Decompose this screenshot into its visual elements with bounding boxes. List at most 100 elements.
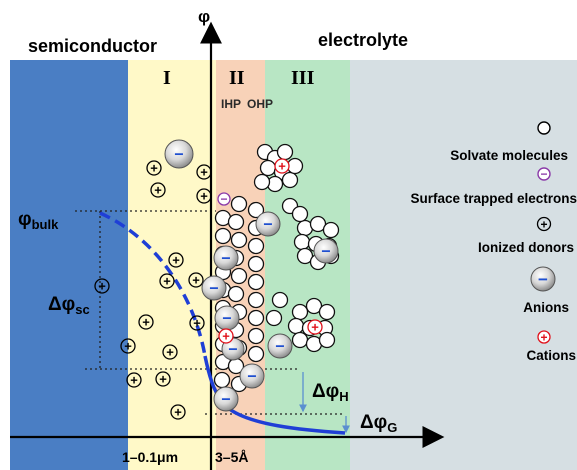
legend-donor-icon — [536, 216, 552, 232]
anion — [213, 245, 239, 271]
ionized-donor-sign: + — [193, 316, 201, 331]
ionized-donor-sign: + — [124, 339, 132, 354]
solvate-molecule — [247, 201, 265, 219]
trapped-electron — [217, 192, 231, 206]
anion-sign: − — [209, 281, 218, 298]
ionized-donor-sign: + — [200, 165, 208, 180]
semiconductor-label: semiconductor — [28, 36, 157, 56]
ionized-donor — [120, 338, 136, 354]
legend-trapped-sign: − — [540, 167, 547, 181]
electrolyte-label: electrolyte — [318, 30, 408, 50]
solvate-molecule — [291, 205, 309, 223]
anion — [255, 211, 281, 237]
delta-phi-g-sub: G — [387, 420, 397, 435]
ionized-donor-sign: + — [200, 189, 208, 204]
cation-sign: + — [222, 329, 230, 344]
region-3-gouy — [265, 60, 350, 470]
solvate-molecule — [230, 231, 248, 249]
width-1-label: 1–0.1μm — [122, 449, 178, 465]
solvate-molecule — [281, 171, 299, 189]
solvate-molecule — [271, 291, 289, 309]
ionized-donor-sign: + — [150, 161, 158, 176]
solvate-molecule — [276, 143, 294, 161]
ionized-donor — [196, 164, 212, 180]
region-1-label: I — [163, 67, 171, 89]
ionized-donor-sign: + — [130, 373, 138, 388]
solvate-molecule — [253, 173, 271, 191]
anion-sign: − — [221, 392, 230, 409]
potential-curve-dashed — [99, 211, 207, 357]
ionized-donor-sign: + — [172, 253, 180, 268]
ionized-donor — [170, 404, 186, 420]
anion-sign: − — [228, 342, 237, 359]
ionized-donor-sign: + — [192, 273, 200, 288]
phi-bulk-sub: bulk — [32, 217, 59, 232]
solvate-molecule — [291, 303, 309, 321]
solvate-molecule — [291, 331, 309, 349]
solvate-molecule — [227, 213, 245, 231]
cation-sign: + — [311, 320, 319, 335]
ionized-donor-sign: + — [166, 345, 174, 360]
phi-axis-label: φ — [198, 7, 210, 26]
delta-phi-sc-label: Δφsc — [48, 294, 90, 317]
legend-anion-icon — [530, 266, 556, 292]
ionized-donor-sign: + — [142, 315, 150, 330]
solvate-molecule — [322, 221, 340, 239]
legend-donor-label: Ionized donors — [478, 240, 574, 255]
solvate-molecule — [247, 327, 265, 345]
solvate-molecule — [247, 273, 265, 291]
trapped-electrons-group: − — [217, 192, 231, 206]
cation — [307, 319, 323, 335]
solvate-molecule — [286, 157, 304, 175]
anion-sign: − — [275, 339, 284, 356]
delta-phi-g-label: ΔφG — [360, 412, 397, 435]
legend-anion-sign: − — [538, 270, 548, 289]
anion — [201, 275, 227, 301]
dotted-guides — [75, 210, 345, 415]
ionized-donors-group: +++++++++++++++ — [94, 160, 212, 420]
anion — [313, 238, 339, 264]
delta-phi-sc-sub: sc — [75, 302, 89, 317]
solvate-molecule — [259, 159, 277, 177]
ionized-donor-sign: + — [98, 279, 106, 294]
legend-cation-icon — [537, 330, 551, 344]
solvate-molecule — [247, 291, 265, 309]
solvate-molecule — [230, 195, 248, 213]
anion-sign: − — [174, 147, 183, 164]
legend-trapped-label: Surface trapped electrons — [410, 191, 577, 206]
region-3-label: III — [291, 67, 315, 89]
trapped-electron-sign: − — [220, 192, 227, 206]
ionized-donor — [159, 273, 175, 289]
legend-cation-label: Cations — [526, 348, 576, 363]
solvate-molecule — [230, 267, 248, 285]
ionized-donor — [155, 371, 171, 387]
solvate-molecule — [247, 309, 265, 327]
anion — [164, 139, 194, 169]
ionized-donor — [168, 252, 184, 268]
region-2-label: II — [229, 67, 245, 89]
solvate-molecule — [265, 309, 283, 327]
cations-group: + + + — [218, 158, 323, 344]
legend-solvate-icon — [537, 121, 551, 135]
solvate-molecule — [247, 237, 265, 255]
delta-phi-h-label: ΔφH — [312, 381, 349, 404]
ionized-donor-sign: + — [163, 274, 171, 289]
ohp-label: OHP — [247, 97, 273, 111]
solvate-molecule — [247, 255, 265, 273]
anion-sign: − — [222, 311, 231, 328]
anion-sign: − — [221, 251, 230, 268]
cation — [218, 328, 234, 344]
solvate-molecule — [247, 345, 265, 363]
solvate-molecule — [318, 303, 336, 321]
legend-cation-sign: + — [540, 331, 547, 345]
potential-curve-solid — [203, 355, 346, 435]
ionized-donor — [188, 272, 204, 288]
cation-sign: + — [278, 159, 286, 174]
ionized-donor — [196, 188, 212, 204]
semiconductor-bulk-region — [10, 60, 128, 470]
legend-anion-label: Anions — [523, 300, 569, 315]
solvate-molecule — [227, 285, 245, 303]
legend-solvate-label: Solvate molecules — [450, 148, 568, 163]
ionized-donor-sign: + — [159, 372, 167, 387]
